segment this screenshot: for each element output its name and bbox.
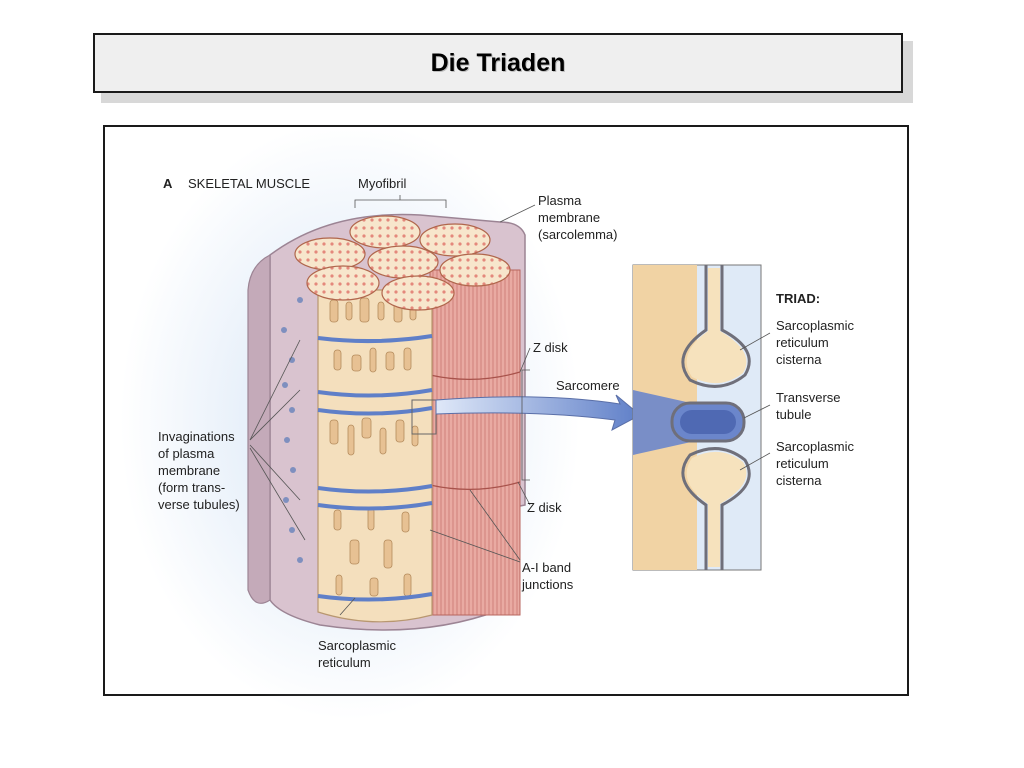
label-plasma-3: (sarcolemma) — [538, 227, 617, 242]
triad-heading: TRIAD: — [776, 291, 820, 306]
zoom-arrow — [435, 394, 641, 432]
label-z-disk-bottom: Z disk — [527, 500, 562, 515]
sr-pattern — [329, 297, 419, 597]
label-sr-2: reticulum — [318, 655, 371, 670]
triad-bottom-1: Sarcoplasmic — [776, 439, 855, 454]
panel-title: SKELETAL MUSCLE — [188, 176, 310, 191]
label-invaginations-2: of plasma — [158, 446, 215, 461]
label-invaginations-3: membrane — [158, 463, 220, 478]
label-myofibril: Myofibril — [358, 176, 407, 191]
triad-tubule-1: Transverse — [776, 390, 841, 405]
z-lines-right — [429, 371, 521, 490]
myofibril-cross-sections — [294, 215, 511, 311]
triad-inset — [632, 264, 762, 571]
label-invaginations-4: (form trans- — [158, 480, 225, 495]
panel-letter: A — [163, 176, 173, 191]
myofibril-column-front — [317, 289, 433, 623]
triad-bottom-2: reticulum — [776, 456, 829, 471]
title-box: Die Triaden — [93, 33, 903, 93]
page-title: Die Triaden — [430, 48, 566, 77]
label-invaginations-5: verse tubules) — [158, 497, 240, 512]
label-invaginations-1: Invaginations — [158, 429, 235, 444]
triad-top-3: cisterna — [776, 352, 822, 367]
label-ai-band-1: A-I band — [522, 560, 571, 575]
label-plasma-2: membrane — [538, 210, 600, 225]
label-plasma-1: Plasma — [538, 193, 582, 208]
label-ai-band-2: junctions — [521, 577, 574, 592]
triad-bottom-3: cisterna — [776, 473, 822, 488]
triad-highlight-box — [411, 399, 437, 435]
myofibril-column-right — [429, 269, 521, 616]
transverse-tubules — [317, 334, 433, 602]
triad-top-2: reticulum — [776, 335, 829, 350]
label-z-disk-top: Z disk — [533, 340, 568, 355]
label-sr-1: Sarcoplasmic — [318, 638, 397, 653]
triad-top-1: Sarcoplasmic — [776, 318, 855, 333]
leader-lines — [249, 195, 771, 616]
label-sarcomere: Sarcomere — [556, 378, 620, 393]
tubule-openings — [281, 297, 303, 563]
sarcolemma-edge — [247, 254, 271, 604]
triad-tubule-2: tubule — [776, 407, 811, 422]
